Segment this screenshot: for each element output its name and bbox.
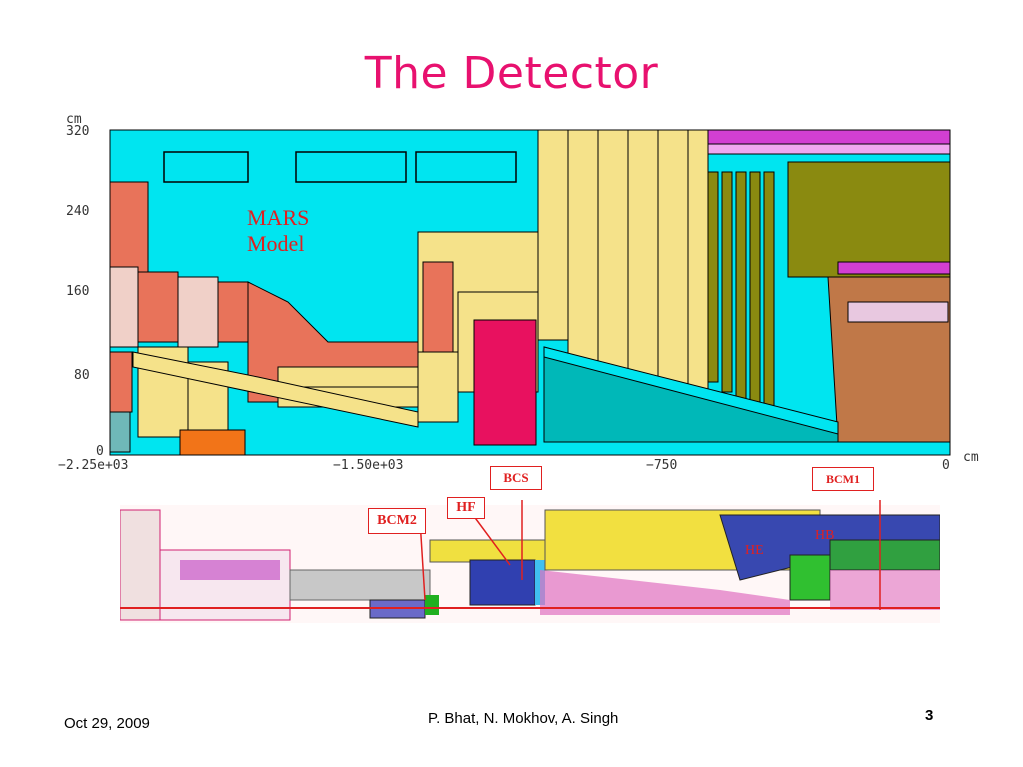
bcs-callout: BCS [490,466,542,490]
y-tick-label: 320 [66,124,90,139]
y-tick-label: 0 [96,444,104,459]
hf-callout: HF [447,497,485,519]
bcm2-callout: BCM2 [368,508,426,534]
x-tick-label: −2.25e+03 [58,458,129,473]
x-tick-label: −1.50e+03 [333,458,404,473]
y-tick-label: 240 [66,204,90,219]
x-tick-label: 0 [942,458,950,473]
x-tick-label: −750 [646,458,678,473]
x-axis-unit: cm [963,450,979,465]
mars-geometry-plot [109,129,951,456]
page-number: 3 [925,707,934,724]
mars-model-figure: cm 320 240 160 80 0 −2.25e+03 −1.50e+03 … [58,112,992,477]
mars-label-line1: MARS [247,205,310,230]
hb-label: HB [815,528,835,543]
slide-title: The Detector [364,48,659,99]
footer-authors: P. Bhat, N. Mokhov, A. Singh [428,710,619,727]
y-axis-unit: cm [66,112,82,127]
cms-engineering-drawing [120,500,940,623]
footer-date: Oct 29, 2009 [64,715,150,732]
he-label: HE [745,543,764,558]
mars-label-line2: Model [247,231,305,256]
mars-model-label: MARS Model [247,205,309,257]
y-tick-label: 160 [66,284,90,299]
bcm1-callout: BCM1 [812,467,874,491]
y-tick-label: 80 [74,368,90,383]
